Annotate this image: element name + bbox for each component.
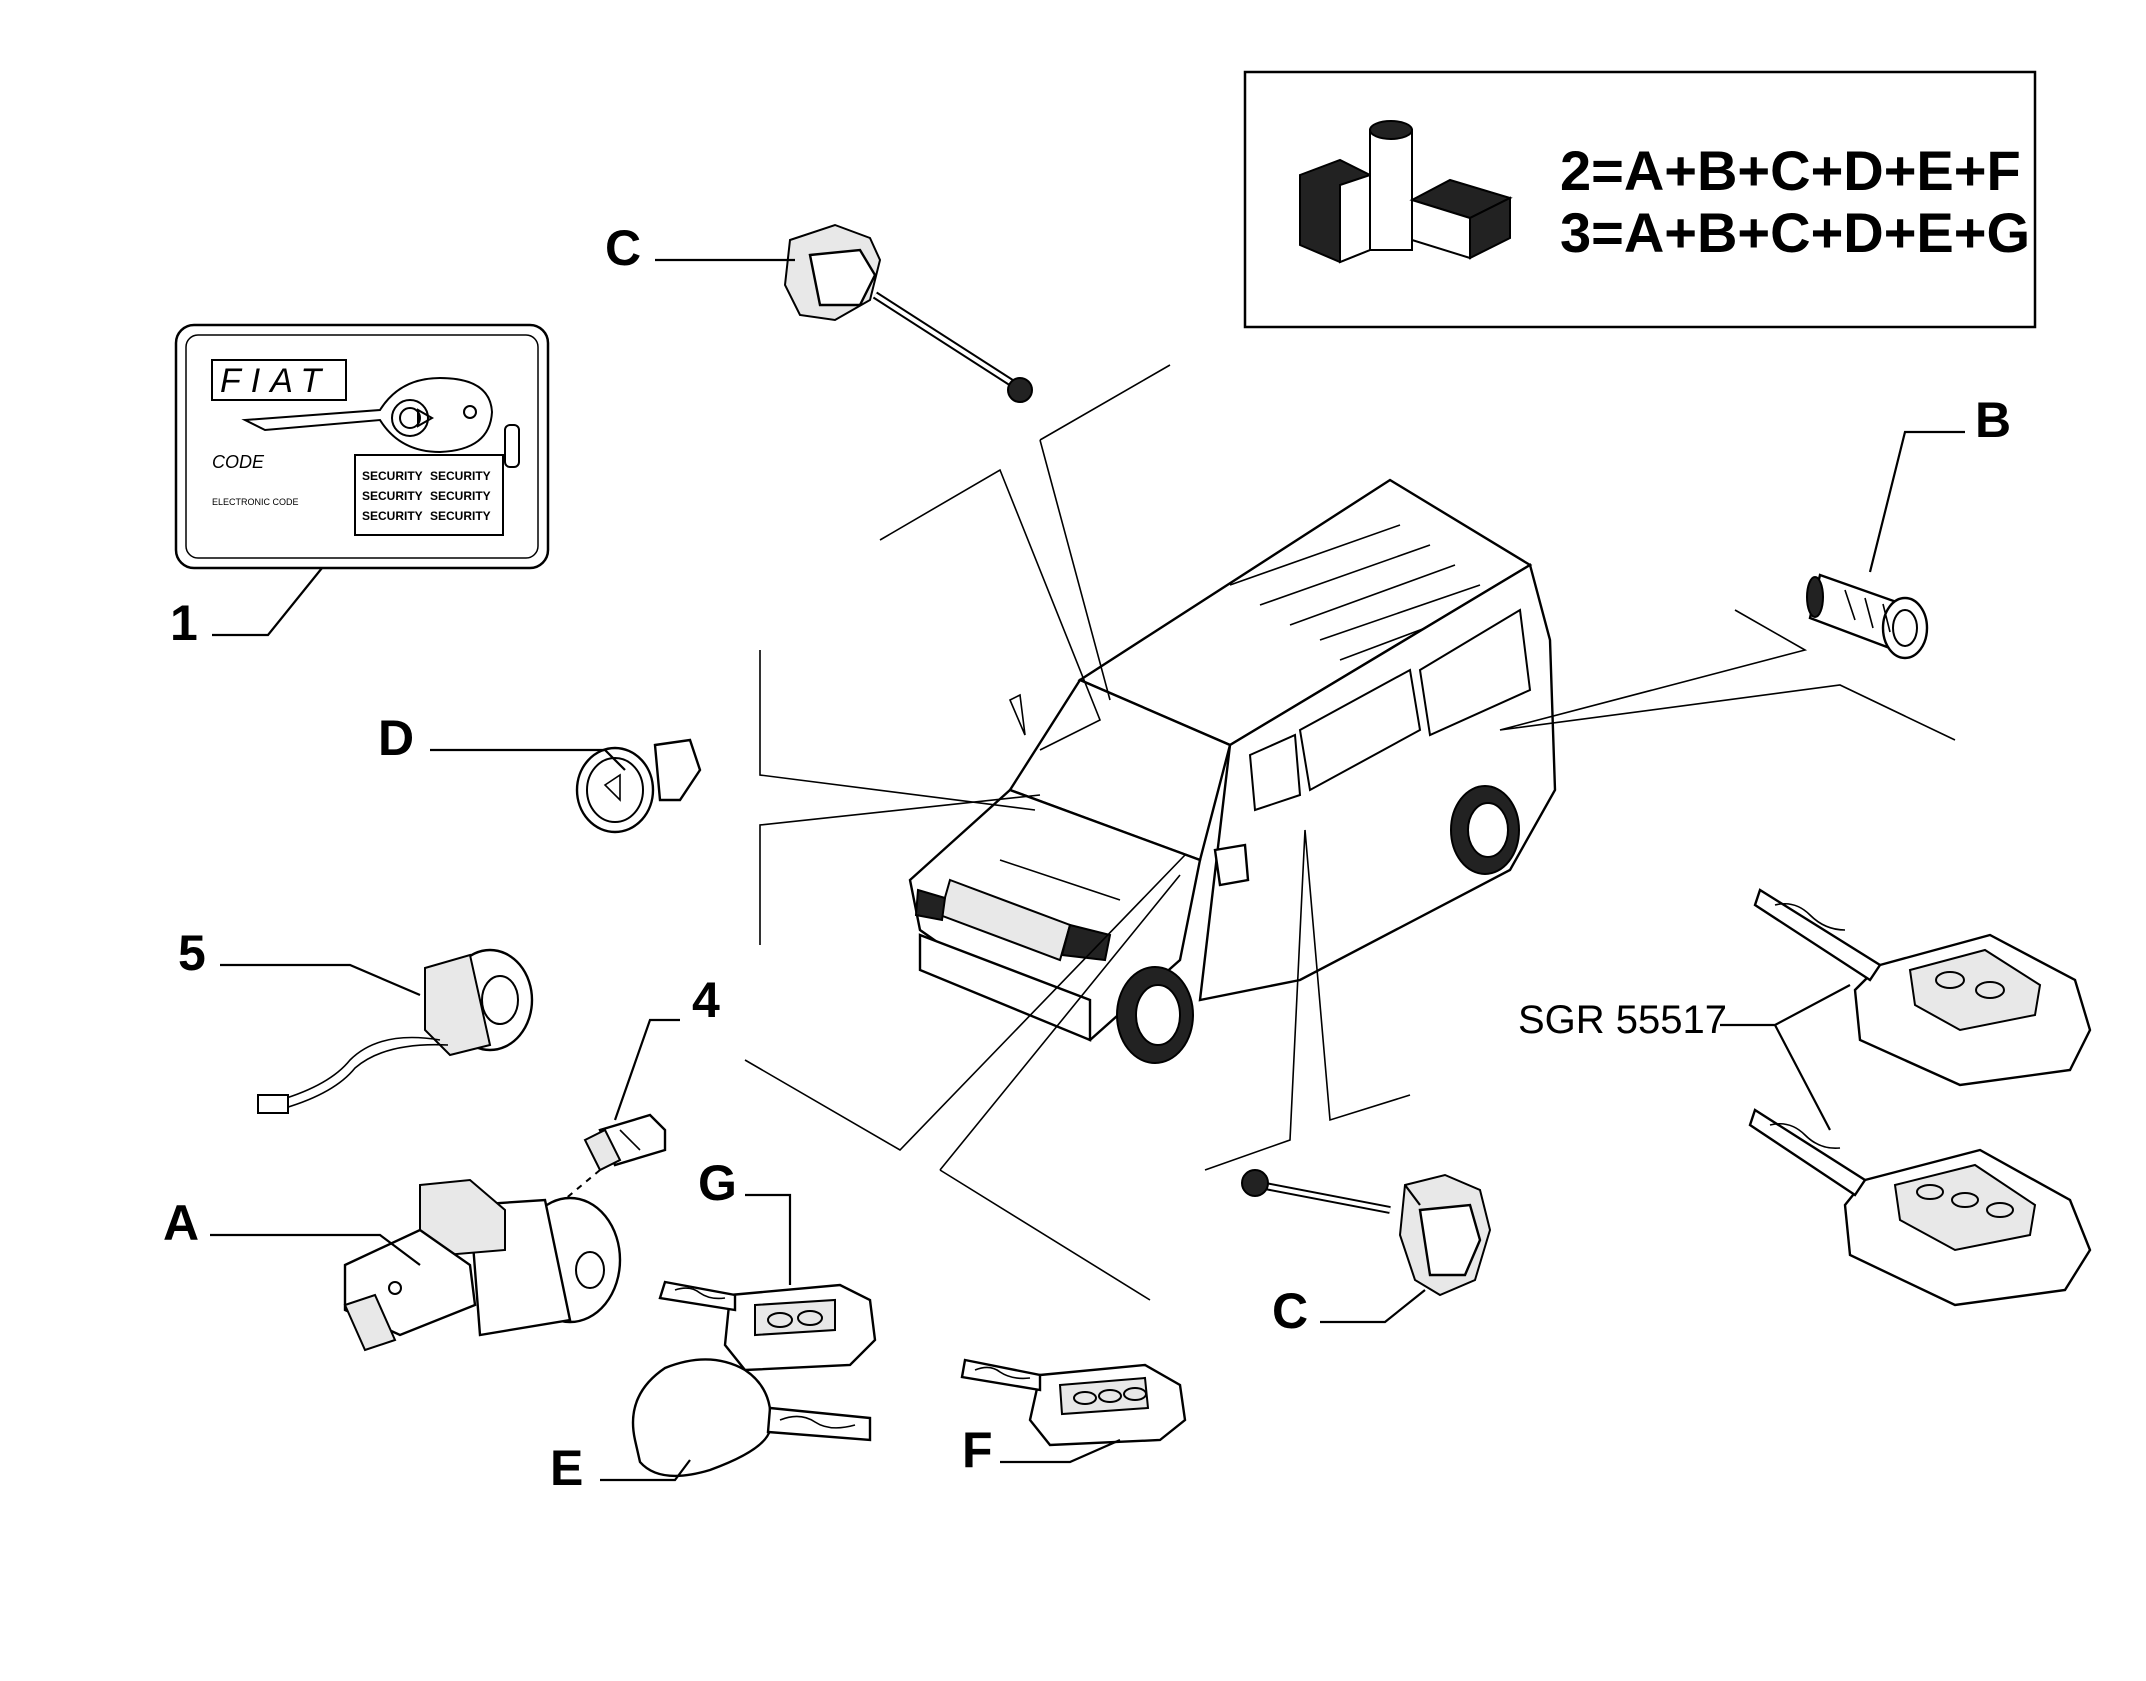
shear-bolt <box>539 1018 680 1221</box>
callout-d: D <box>378 710 414 766</box>
lock-cylinder-d <box>430 738 702 834</box>
code-card: FIAT CODE ELECTRONIC CODE SECURITY SECUR… <box>174 323 550 637</box>
lock-cylinder-b <box>1806 430 1965 660</box>
callout-5: 5 <box>178 925 206 981</box>
remote-key-f <box>960 1358 1187 1464</box>
transponder-antenna-ring <box>220 948 534 1114</box>
card-electronic-label: ELECTRONIC CODE <box>212 497 299 507</box>
kit-legend-box: 2=A+B+C+D+E+F 3=A+B+C+D+E+G <box>1243 70 2037 329</box>
callout-4: 4 <box>692 972 720 1028</box>
callout-b: B <box>1975 392 2011 448</box>
card-brand-text: FIAT <box>220 362 331 400</box>
callout-c-top: C <box>605 220 641 276</box>
key-icon <box>241 376 494 454</box>
fiat-parts-kit-icon <box>1299 120 1513 264</box>
security-text-5: SECURITY <box>362 509 423 523</box>
security-text-6: SECURITY <box>430 509 491 523</box>
security-text-4: SECURITY <box>430 489 491 503</box>
ignition-switch-a <box>210 1178 622 1352</box>
callout-1: 1 <box>170 595 198 651</box>
van-illustration <box>908 478 1557 1064</box>
door-lock-actuator-bottom <box>1241 1169 1492 1324</box>
remote-key-large-top <box>1753 888 2092 1087</box>
callout-c-bottom: C <box>1272 1283 1308 1339</box>
remote-key-g <box>658 1193 877 1372</box>
security-text-2: SECURITY <box>430 469 491 483</box>
key-head-e <box>600 1358 872 1482</box>
security-scratch-panel: SECURITY SECURITY SECURITY SECURITY SECU… <box>354 454 504 536</box>
security-text-1: SECURITY <box>362 469 423 483</box>
callout-a: A <box>163 1195 199 1251</box>
door-lock-actuator-top <box>655 223 1033 403</box>
remote-key-large-bottom <box>1748 1108 2092 1307</box>
ref-leader-lines <box>1720 984 1851 1131</box>
legend-line-2: 3=A+B+C+D+E+G <box>1560 201 2030 264</box>
callout-f: F <box>962 1422 993 1478</box>
card-code-label: CODE <box>212 452 265 472</box>
reference-code: SGR 55517 <box>1518 998 1727 1042</box>
callout-e: E <box>550 1440 583 1496</box>
legend-line-1: 2=A+B+C+D+E+F <box>1560 139 2021 202</box>
location-leader-lines <box>744 364 1956 1301</box>
callout-g: G <box>698 1155 737 1211</box>
security-text-3: SECURITY <box>362 489 423 503</box>
